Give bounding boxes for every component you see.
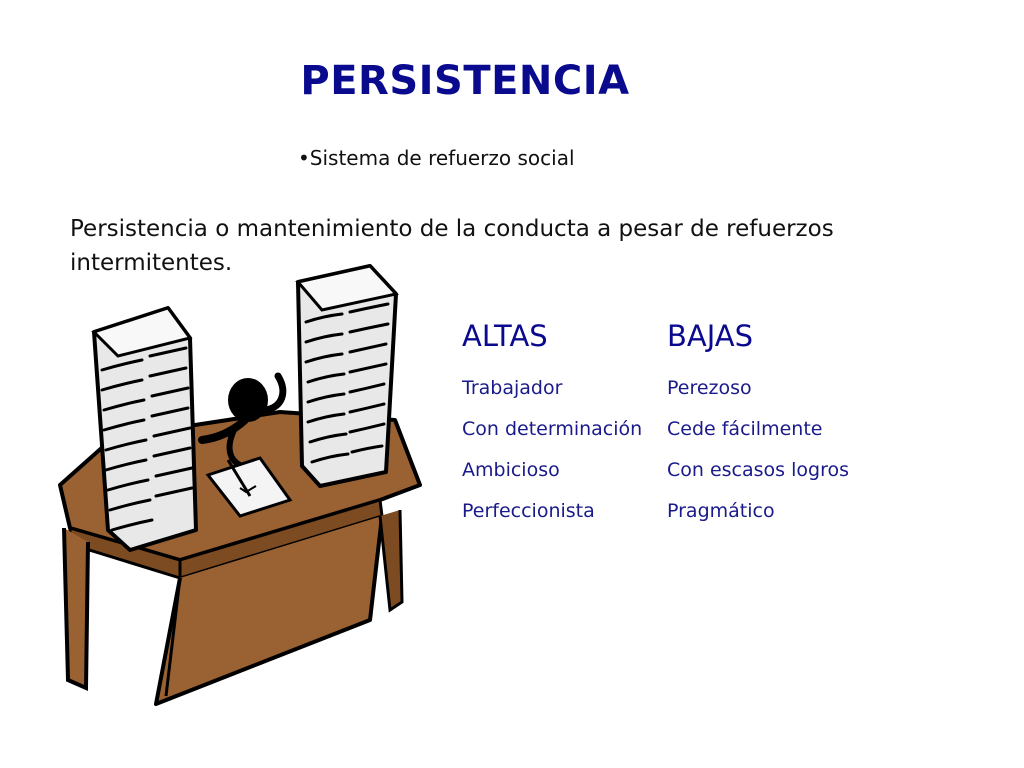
desk-with-paper-stacks-icon <box>58 264 422 706</box>
list-item: Pragmático <box>667 500 775 522</box>
list-item: Con escasos logros <box>667 459 849 481</box>
lead-text: Persistencia o mantenimiento de la condu… <box>70 216 834 276</box>
column-bajas: BAJAS Perezoso Cede fácilmente Con escas… <box>667 316 849 532</box>
list-bajas: Perezoso Cede fácilmente Con escasos log… <box>667 368 849 532</box>
paper-stack-icon <box>295 264 399 488</box>
column-header-bajas: BAJAS <box>667 319 754 353</box>
list-altas: Trabajador Con determinación Ambicioso P… <box>462 368 642 532</box>
list-item: Ambicioso <box>462 459 560 481</box>
person-icon <box>198 372 293 518</box>
column-altas: ALTAS Trabajador Con determinación Ambic… <box>462 316 642 532</box>
list-item: Cede fácilmente <box>667 418 823 440</box>
list-item: Perezoso <box>667 377 752 399</box>
list-item: Con determinación <box>462 418 643 440</box>
column-header-altas: ALTAS <box>462 319 548 353</box>
list-item: Perfeccionista <box>462 500 595 522</box>
slide-title: PERSISTENCIA <box>300 58 630 104</box>
bullet-item: •Sistema de refuerzo social <box>298 146 575 170</box>
paper-stack-icon <box>91 306 198 552</box>
list-item: Trabajador <box>462 377 563 399</box>
